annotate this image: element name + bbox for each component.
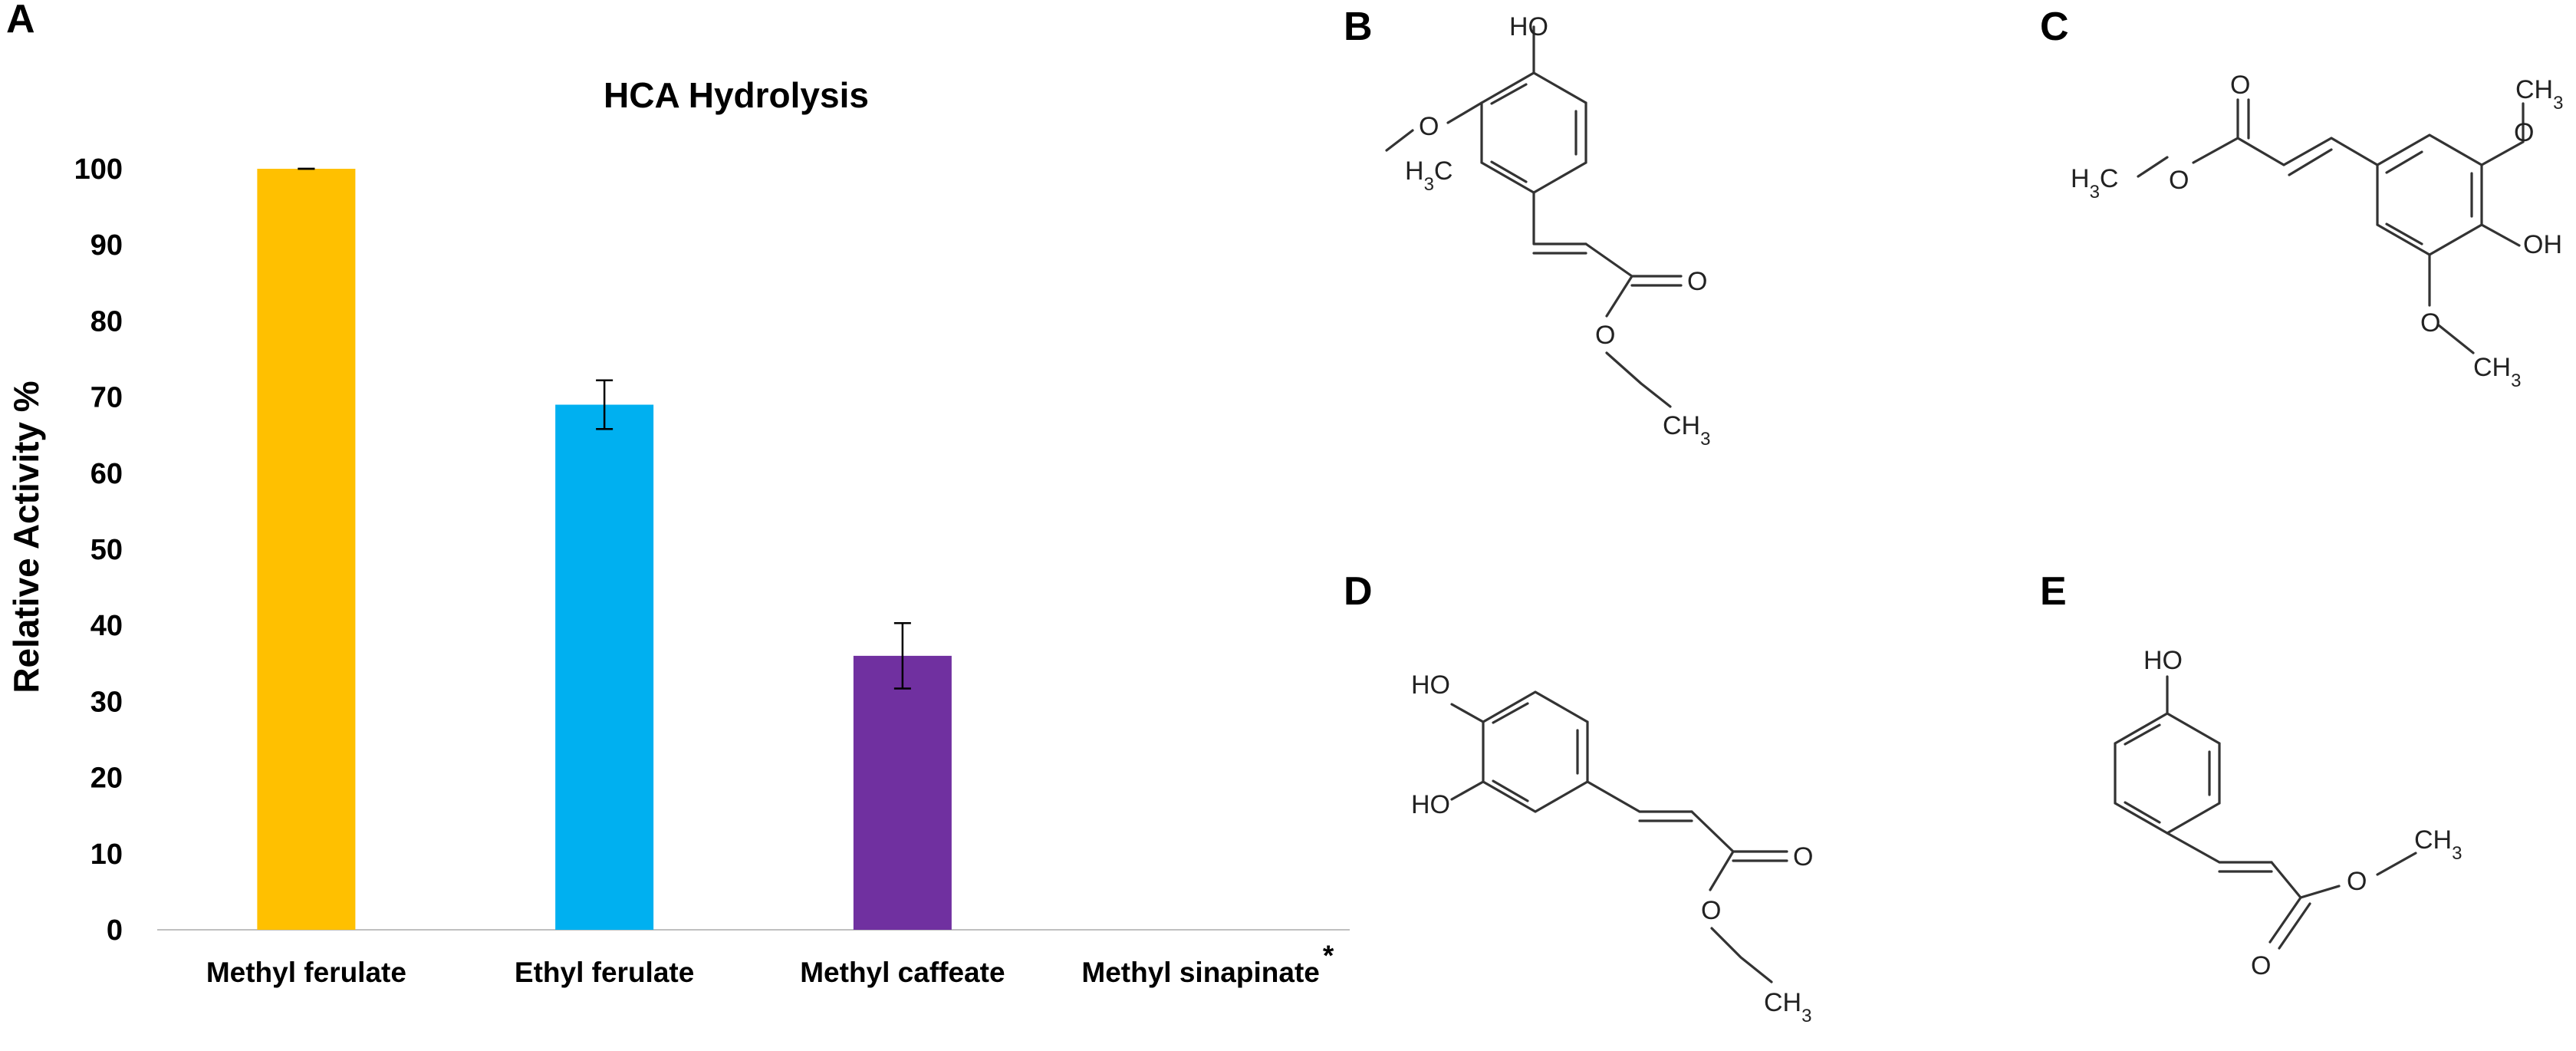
structure-c-atom-8: CH3 — [2473, 353, 2521, 391]
error-bar — [596, 379, 614, 430]
structure-d-atom-1: HO — [1411, 670, 1450, 700]
structure-c-atom-3: H3C — [2071, 164, 2118, 203]
structure-e-atom-4: O — [2251, 951, 2271, 980]
y-tick-label: 50 — [90, 534, 123, 566]
structure-c-atom-1: O — [2230, 71, 2250, 100]
structure-c-atom-4: O — [2169, 166, 2189, 195]
bars — [257, 169, 952, 930]
category-annotation: * — [1323, 940, 1334, 971]
panel-label-b: B — [1344, 5, 1373, 49]
structure-c-atom-6: OH — [2523, 230, 2562, 259]
category-label: Methyl caffeate — [800, 957, 1005, 988]
structure-e-atom-1: HO — [2143, 646, 2183, 675]
y-tick-label: 100 — [74, 153, 123, 186]
y-tick-label: 0 — [107, 914, 123, 947]
chart-title: HCA Hydrolysis — [604, 75, 869, 115]
y-tick-label: 20 — [90, 763, 123, 795]
structure-b-atom-1: HO — [1509, 12, 1548, 41]
panel-label-c: C — [2040, 5, 2069, 49]
y-tick-label: 30 — [90, 686, 123, 718]
structure-b-bonds — [1385, 25, 1683, 408]
structure-e-atom-2: O — [2347, 867, 2367, 896]
category-label: Methyl sinapinate — [1081, 957, 1319, 988]
structure-b-atom-4: O — [1687, 267, 1707, 296]
structure-b-atom-5: O — [1595, 321, 1615, 350]
y-axis-label: Relative Activity % — [6, 381, 46, 693]
bar — [257, 169, 356, 930]
panel-label-d: D — [1344, 569, 1373, 614]
structure-e-atom-3: CH3 — [2414, 825, 2462, 864]
category-label: Ethyl ferulate — [515, 957, 694, 988]
category-labels: Methyl ferulate Ethyl ferulate Methyl caff… — [206, 940, 1334, 988]
y-tick-label: 80 — [90, 305, 123, 338]
structure-c-bonds — [2137, 98, 2525, 354]
structure-d-bonds — [1450, 690, 1788, 983]
structure-b-atom-2: H3C — [1405, 156, 1452, 195]
error-bars — [298, 167, 911, 690]
y-tick-label: 70 — [90, 382, 123, 414]
panel-label-e: E — [2040, 569, 2067, 614]
y-tick-label: 60 — [90, 458, 123, 490]
y-tick-label: 90 — [90, 229, 123, 262]
error-bar — [893, 621, 911, 690]
structure-d-atom-2: HO — [1411, 790, 1450, 819]
bar-chart: HCA Hydrolysis Relative Activity % 0 10 20… — [6, 75, 1350, 988]
structure-d: HO HO O O CH3 — [1411, 670, 1813, 1026]
structure-d-atom-5: CH3 — [1764, 988, 1811, 1026]
structure-b: HO H3C O O O CH3 — [1385, 12, 1710, 450]
structure-b-atom-3: O — [1419, 112, 1439, 141]
structure-d-atom-3: O — [1793, 842, 1813, 871]
structure-d-atom-4: O — [1701, 896, 1721, 925]
bar — [555, 404, 654, 930]
y-tick-labels: 0 10 20 30 40 50 60 70 80 90 100 — [74, 153, 123, 947]
bar — [853, 655, 952, 930]
panel-label-a: A — [6, 0, 35, 41]
structure-c: O CH3 H3C O O OH O CH3 — [2071, 71, 2563, 391]
y-tick-label: 40 — [90, 610, 123, 642]
category-label: Methyl ferulate — [206, 957, 406, 988]
structure-c-atom-5: O — [2514, 118, 2534, 147]
structure-b-atom-6: CH3 — [1663, 411, 1710, 450]
structure-c-atom-7: O — [2420, 308, 2440, 338]
structure-c-atom-2: CH3 — [2515, 75, 2563, 114]
y-tick-label: 10 — [90, 838, 123, 871]
structure-e-bonds — [2114, 675, 2417, 950]
structure-e: HO O CH3 O — [2114, 646, 2462, 980]
